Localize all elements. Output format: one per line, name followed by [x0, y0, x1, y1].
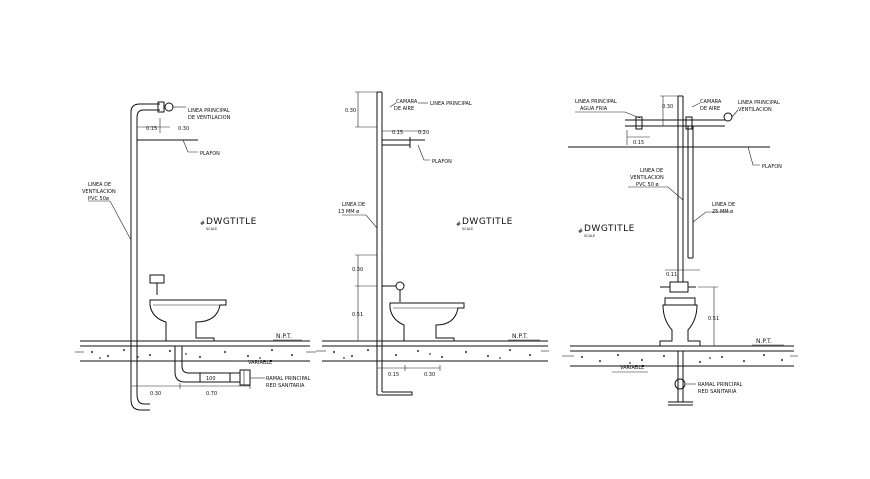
view-2-dim-a: 0.15: [392, 130, 403, 136]
view-3-title-block: # DWGTITLE SCALE: [578, 224, 635, 238]
view-1-title: DWGTITLE: [206, 217, 257, 227]
view-2-title-block: # DWGTITLE SCALE: [456, 217, 513, 231]
view-2-air-chamber-label-1: CAMARA: [396, 99, 418, 105]
view-1-toilet-vent-section: 0.15 0.30 0.30 0.70 100 LINEA PRINCIPAL …: [75, 101, 316, 411]
view-1-vent-pipe: [130, 101, 174, 411]
view-3-air-chamber-label-2: DE AIRE: [700, 106, 720, 112]
view-2-line-label-2: 13 MM ø: [338, 209, 359, 215]
view-1-toilet: [149, 274, 227, 342]
view-3-vent-main-label-2: VENTILACION: [738, 107, 772, 113]
view-3-dim-a: 0.15: [633, 140, 644, 146]
view-2-dim-c: 0.15: [388, 372, 399, 378]
view-1-drain-pipe: [174, 346, 251, 386]
view-3-toilet-full-section: 0.30 0.15 0.11 0.51 LINEA PRINCIPAL AGUA…: [562, 95, 798, 406]
view-1-vent-line-label-3: PVC 50ø: [88, 196, 109, 202]
view-1-dim-a: 0.15: [146, 126, 157, 132]
view-3-floor-slab: [562, 345, 798, 367]
view-3-vertical-pipes: [677, 95, 694, 282]
view-3-drain-label-1: RAMAL PRINCIPAL: [698, 382, 743, 388]
svg-text:#: #: [578, 228, 583, 235]
view-3-vent-line-label-3: PVC 50 ø: [636, 182, 659, 188]
view-3-variable-label: VARIABLE: [620, 365, 644, 371]
view-3-dim-h: 0.51: [708, 316, 719, 322]
view-2-labels: CAMARA DE AIRE LINEA PRINCIPAL PLAFON LI…: [338, 99, 540, 341]
view-2-scale: SCALE: [462, 227, 473, 231]
view-1-scale: SCALE: [206, 227, 217, 231]
view-1-labels: LINEA PRINCIPAL DE VENTILACION LINEA DE …: [82, 106, 311, 389]
view-1-drain-label-2: RED SANITARIA: [266, 383, 305, 389]
view-3-toilet: [659, 281, 701, 347]
view-1-ceiling-label: PLAFON: [200, 151, 220, 157]
view-1-floor-slab: [75, 340, 316, 362]
view-3-line-label-1: LINEA DE: [712, 202, 735, 208]
view-3-vent-line-label-2: VENTILACION: [630, 175, 664, 181]
view-2-dimensions: 0.30 0.15 0.20 0.30 0.51 0.15 0.30: [345, 91, 441, 378]
svg-text:#: #: [456, 221, 461, 228]
view-3-title: DWGTITLE: [584, 224, 635, 234]
view-1-dim-d: 0.70: [206, 391, 217, 397]
view-1-vent-line-label-2: VENTILACION: [82, 189, 116, 195]
view-3-air-chamber-label-1: CAMARA: [700, 99, 722, 105]
view-1-dim-c: 0.30: [150, 391, 161, 397]
view-3-scale: SCALE: [584, 234, 595, 238]
view-3-line-label-2: 25 MM ø: [712, 209, 733, 215]
view-1-vent-main-label-1: LINEA PRINCIPAL: [188, 108, 230, 114]
view-1-vent-main-label-2: DE VENTILACION: [188, 115, 231, 121]
svg-text:#: #: [200, 220, 205, 227]
view-2-air-chamber-label-2: DE AIRE: [394, 106, 414, 112]
view-2-dim-top: 0.30: [345, 108, 356, 114]
view-1-dim-b: 0.30: [178, 126, 189, 132]
view-2-toilet-supply-section: 0.30 0.15 0.20 0.30 0.51 0.15 0.30 CAMAR…: [316, 91, 549, 396]
view-3-ceiling-label: PLAFON: [762, 164, 782, 170]
view-2-main-line-label: LINEA PRINCIPAL: [430, 101, 472, 107]
view-3-cold-water-label-2: AGUA FRIA: [580, 106, 608, 112]
view-3-cold-water-label-1: LINEA PRINCIPAL: [575, 99, 617, 105]
view-3-dim-b: 0.11: [666, 272, 677, 278]
view-1-dimensions: 0.15 0.30 0.30 0.70 100: [130, 118, 251, 397]
view-3-labels: LINEA PRINCIPAL AGUA FRIA CAMARA DE AIRE…: [575, 99, 784, 395]
view-1-pipe-size: 100: [206, 376, 216, 382]
view-2-dim-h2: 0.51: [352, 312, 363, 318]
view-2-supply-pipe: [376, 91, 413, 396]
view-2-dim-b: 0.20: [418, 130, 429, 136]
view-3-vent-main-label-1: LINEA PRINCIPAL: [738, 100, 780, 106]
view-2-line-label-1: LINEA DE: [342, 202, 365, 208]
view-2-dim-h1: 0.30: [352, 267, 363, 273]
view-3-dimensions: 0.30 0.15 0.11 0.51: [626, 95, 719, 347]
view-3-drain-label-2: RED SANITARIA: [698, 389, 737, 395]
view-3-dim-top: 0.30: [662, 104, 673, 110]
view-1-drain-label-1: RAMAL PRINCIPAL: [266, 376, 311, 382]
view-2-dim-d: 0.30: [424, 372, 435, 378]
view-3-floor-label: N.P.T.: [756, 338, 772, 345]
view-3-vent-line-label-1: LINEA DE: [640, 168, 663, 174]
view-2-floor-slab: [316, 340, 549, 362]
view-1-title-block: # DWGTITLE SCALE: [200, 217, 257, 231]
view-1-variable-label: VARIABLE: [248, 360, 272, 366]
view-2-ceiling-label: PLAFON: [432, 159, 452, 165]
view-3-drain-pipe: [668, 351, 693, 406]
view-2-title: DWGTITLE: [462, 217, 513, 227]
view-2-floor-label: N.P.T.: [512, 333, 528, 340]
view-2-toilet: [382, 281, 465, 342]
view-1-vent-line-label-1: LINEA DE: [88, 182, 111, 188]
view-1-floor-label: N.P.T.: [276, 333, 292, 340]
